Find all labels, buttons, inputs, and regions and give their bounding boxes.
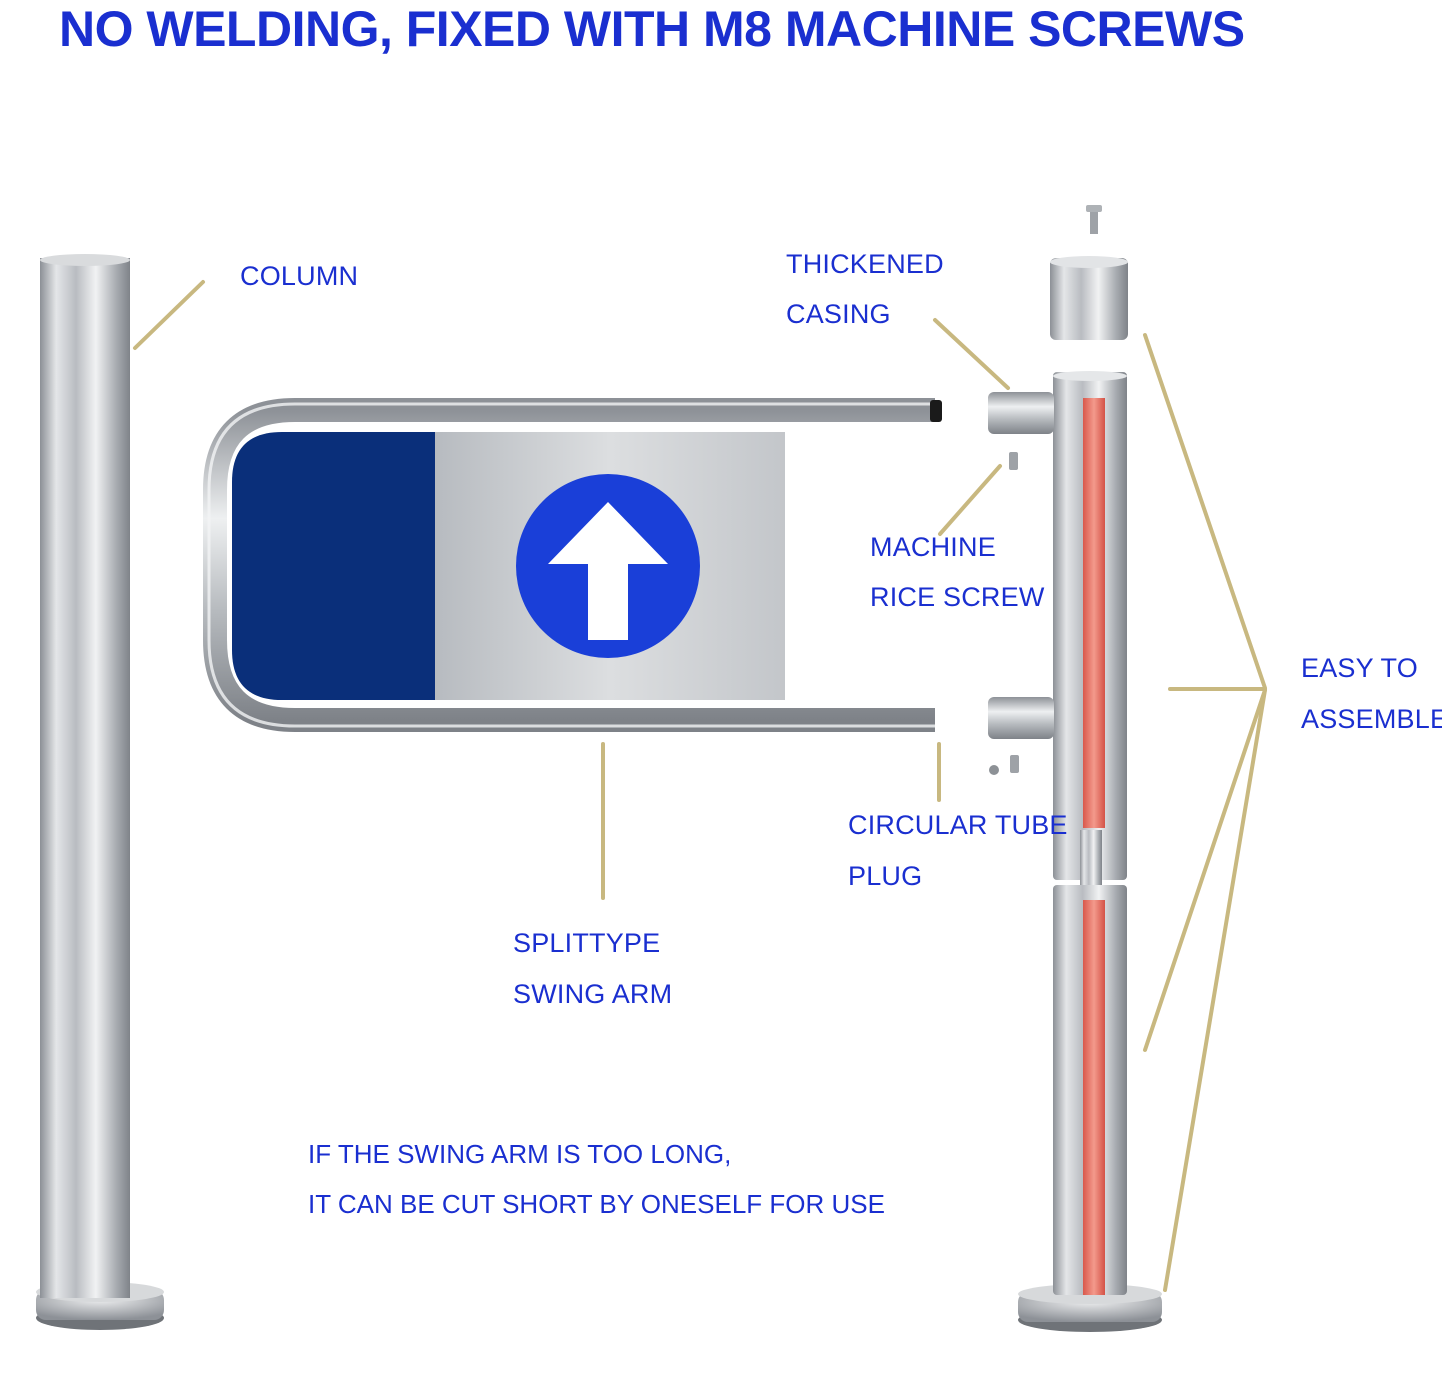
red-strip-upper xyxy=(1083,398,1105,828)
label-circular-tube-plug-line1: CIRCULAR TUBE xyxy=(848,810,1068,840)
swing-arm-tube-highlight xyxy=(207,402,935,728)
right-column xyxy=(988,205,1162,1332)
leader-thickened-casing xyxy=(933,318,1010,390)
leader-easy-3 xyxy=(1143,688,1267,1052)
label-machine-rice-screw-line1: MACHINE xyxy=(870,532,996,562)
leader-easy-4 xyxy=(1163,688,1267,1292)
machine-screw-icon xyxy=(1009,452,1018,470)
label-thickened-casing-line2: CASING xyxy=(786,299,891,329)
leader-column xyxy=(133,280,205,350)
thickened-casing-cap-top xyxy=(1050,256,1128,268)
leader-easy-1 xyxy=(1143,333,1267,690)
right-column-neck xyxy=(1080,830,1102,890)
label-splittype-swing-arm-line2: SWING ARM xyxy=(513,979,673,1009)
swing-arm-tip-top xyxy=(930,400,942,422)
left-column-top xyxy=(40,254,130,266)
left-column xyxy=(36,254,164,1330)
leader-lines xyxy=(133,280,1267,1292)
label-easy-to-assemble-line2: ASSEMBLE xyxy=(1301,704,1442,734)
page-title: NO WELDING, FIXED WITH M8 MACHINE SCREWS xyxy=(59,1,1245,57)
tube-plug-screw-icon xyxy=(1010,755,1019,773)
label-thickened-casing-line1: THICKENED xyxy=(786,249,944,279)
swing-arm-tube xyxy=(203,398,935,732)
leader-machine-screw xyxy=(938,464,1002,536)
arm-connector-bottom xyxy=(988,697,1054,739)
thickened-casing-cap xyxy=(1050,258,1128,340)
label-easy-to-assemble-line1: EASY TO xyxy=(1301,653,1418,683)
left-column-tube xyxy=(40,258,130,1298)
up-arrow-icon xyxy=(548,502,668,640)
swing-arm xyxy=(203,398,942,732)
red-strip-lower xyxy=(1083,900,1105,1295)
right-column-upper-top xyxy=(1053,371,1127,381)
label-machine-rice-screw-line2: RICE SCREW xyxy=(870,582,1045,612)
label-splittype-swing-arm-line1: SPLITTYPE xyxy=(513,928,661,958)
note-line1: IF THE SWING ARM IS TOO LONG, xyxy=(308,1139,732,1169)
top-screw-icon xyxy=(1086,205,1102,234)
note-line2: IT CAN BE CUT SHORT BY ONESELF FOR USE xyxy=(308,1189,885,1219)
swing-arm-blue-panel xyxy=(232,432,435,700)
label-column: COLUMN xyxy=(240,261,359,291)
label-circular-tube-plug-line2: PLUG xyxy=(848,861,923,891)
arm-connector-top xyxy=(988,392,1054,434)
tube-plug-nut-icon xyxy=(989,765,999,775)
